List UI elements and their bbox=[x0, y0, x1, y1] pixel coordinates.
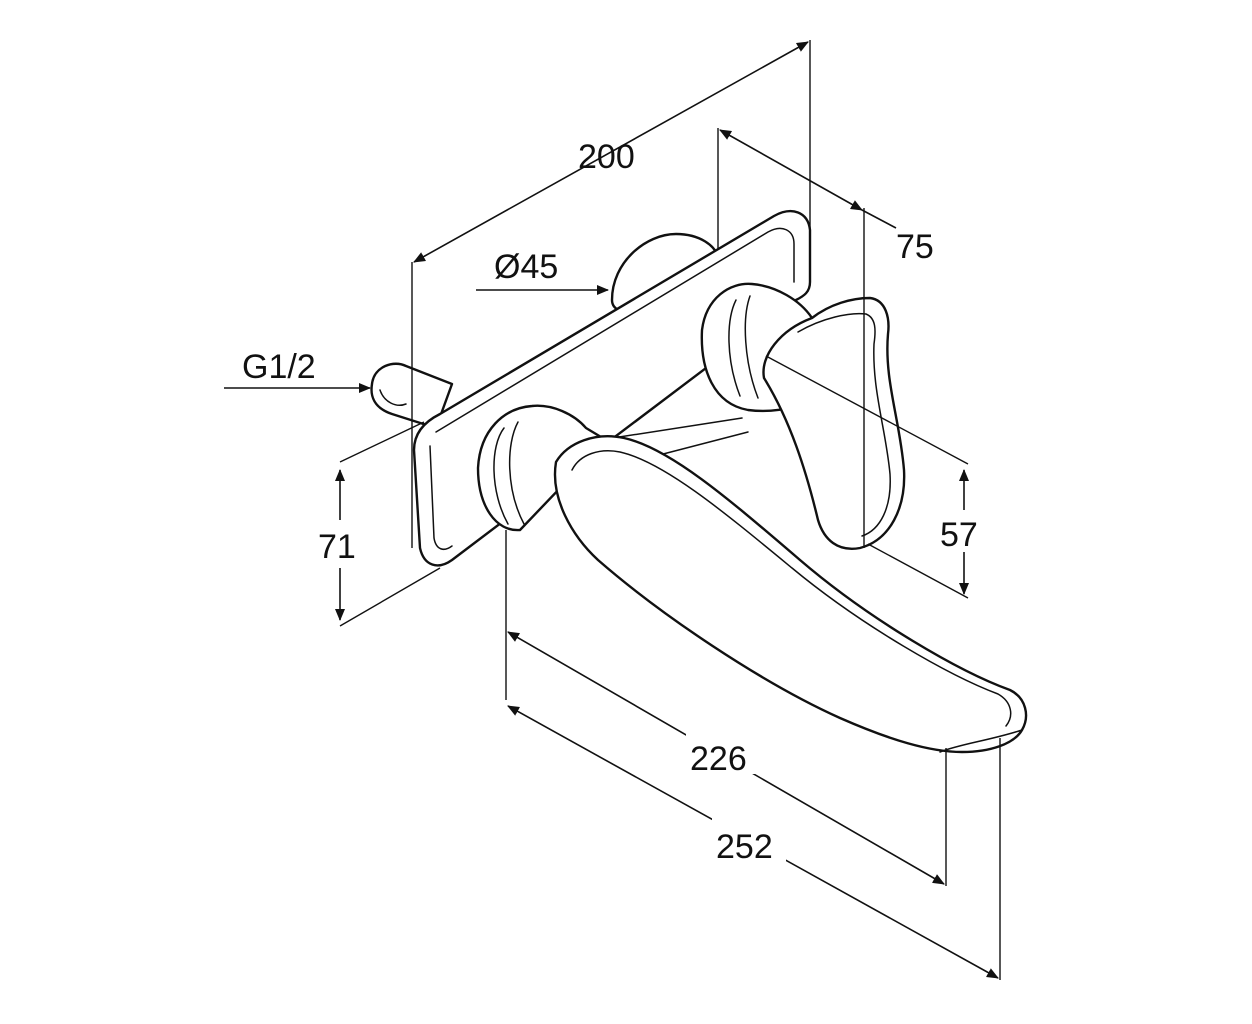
dim-label-75: 75 bbox=[896, 228, 934, 266]
dim-label-71: 71 bbox=[318, 528, 356, 566]
label-knockout-252 bbox=[712, 818, 786, 862]
dimension-57: 57 bbox=[765, 355, 978, 599]
dimension-75: 75 bbox=[717, 128, 934, 548]
dimension-71: 71 bbox=[318, 421, 441, 627]
mixer-handle bbox=[700, 282, 906, 550]
dim-label-d45: Ø45 bbox=[494, 248, 558, 286]
dim-label-thread: G1/2 bbox=[242, 348, 316, 386]
dim-label-226: 226 bbox=[690, 740, 747, 778]
dim-label-252: 252 bbox=[716, 828, 773, 866]
dim-label-57: 57 bbox=[940, 516, 978, 554]
dimension-252: 252 bbox=[507, 705, 1001, 980]
dimension-diameter-45: Ø45 bbox=[476, 248, 609, 295]
dimension-thread: G1/2 bbox=[224, 348, 371, 393]
faucet-body bbox=[370, 210, 1028, 754]
spout bbox=[476, 404, 1028, 754]
dim-label-200: 200 bbox=[578, 138, 635, 176]
